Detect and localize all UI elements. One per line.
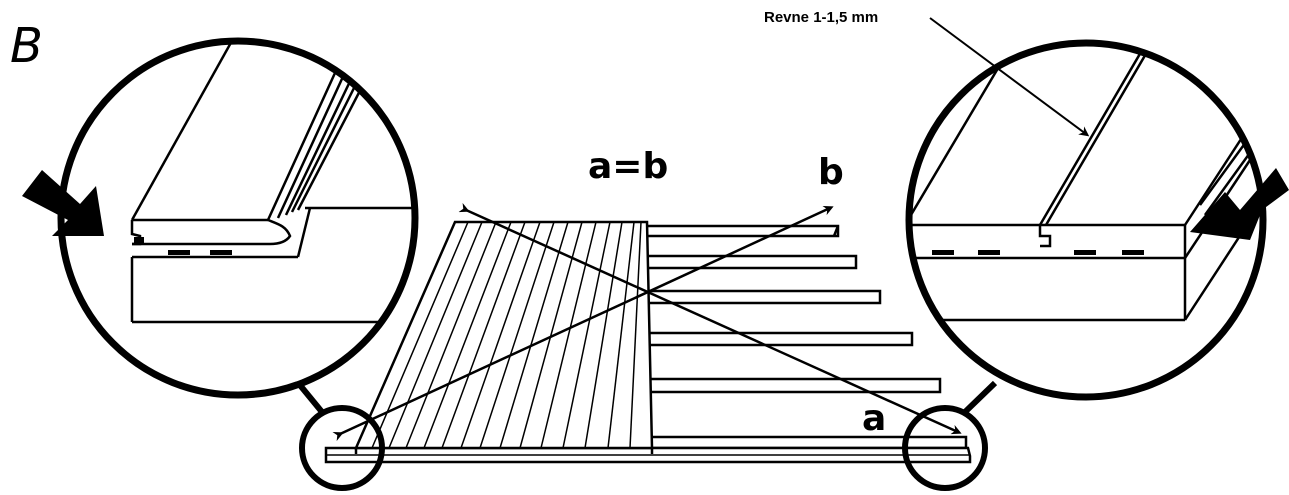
diagonal-lines <box>332 202 962 442</box>
corner-highlight-right <box>902 380 998 491</box>
joist <box>643 289 882 305</box>
diagonal-a-label: a <box>862 398 886 439</box>
equation-label: a=b <box>588 146 668 187</box>
gap-annotation-leader <box>929 17 1090 137</box>
figure-label: B <box>10 18 43 74</box>
diagonal-b-arrow <box>332 205 834 442</box>
diagonal-b-label: b <box>818 152 844 193</box>
joist <box>646 435 968 450</box>
detail-circle-left <box>57 37 419 399</box>
detail-circle-right <box>905 39 1267 401</box>
joist <box>648 377 942 394</box>
joist <box>638 224 840 238</box>
joist <box>646 331 914 347</box>
bottom-board <box>324 446 972 464</box>
push-arrow-right-icon <box>1190 168 1289 240</box>
gap-annotation-label: Revne 1-1,5 mm <box>764 9 878 26</box>
joist <box>638 254 858 270</box>
push-arrow-left-icon <box>22 170 104 236</box>
